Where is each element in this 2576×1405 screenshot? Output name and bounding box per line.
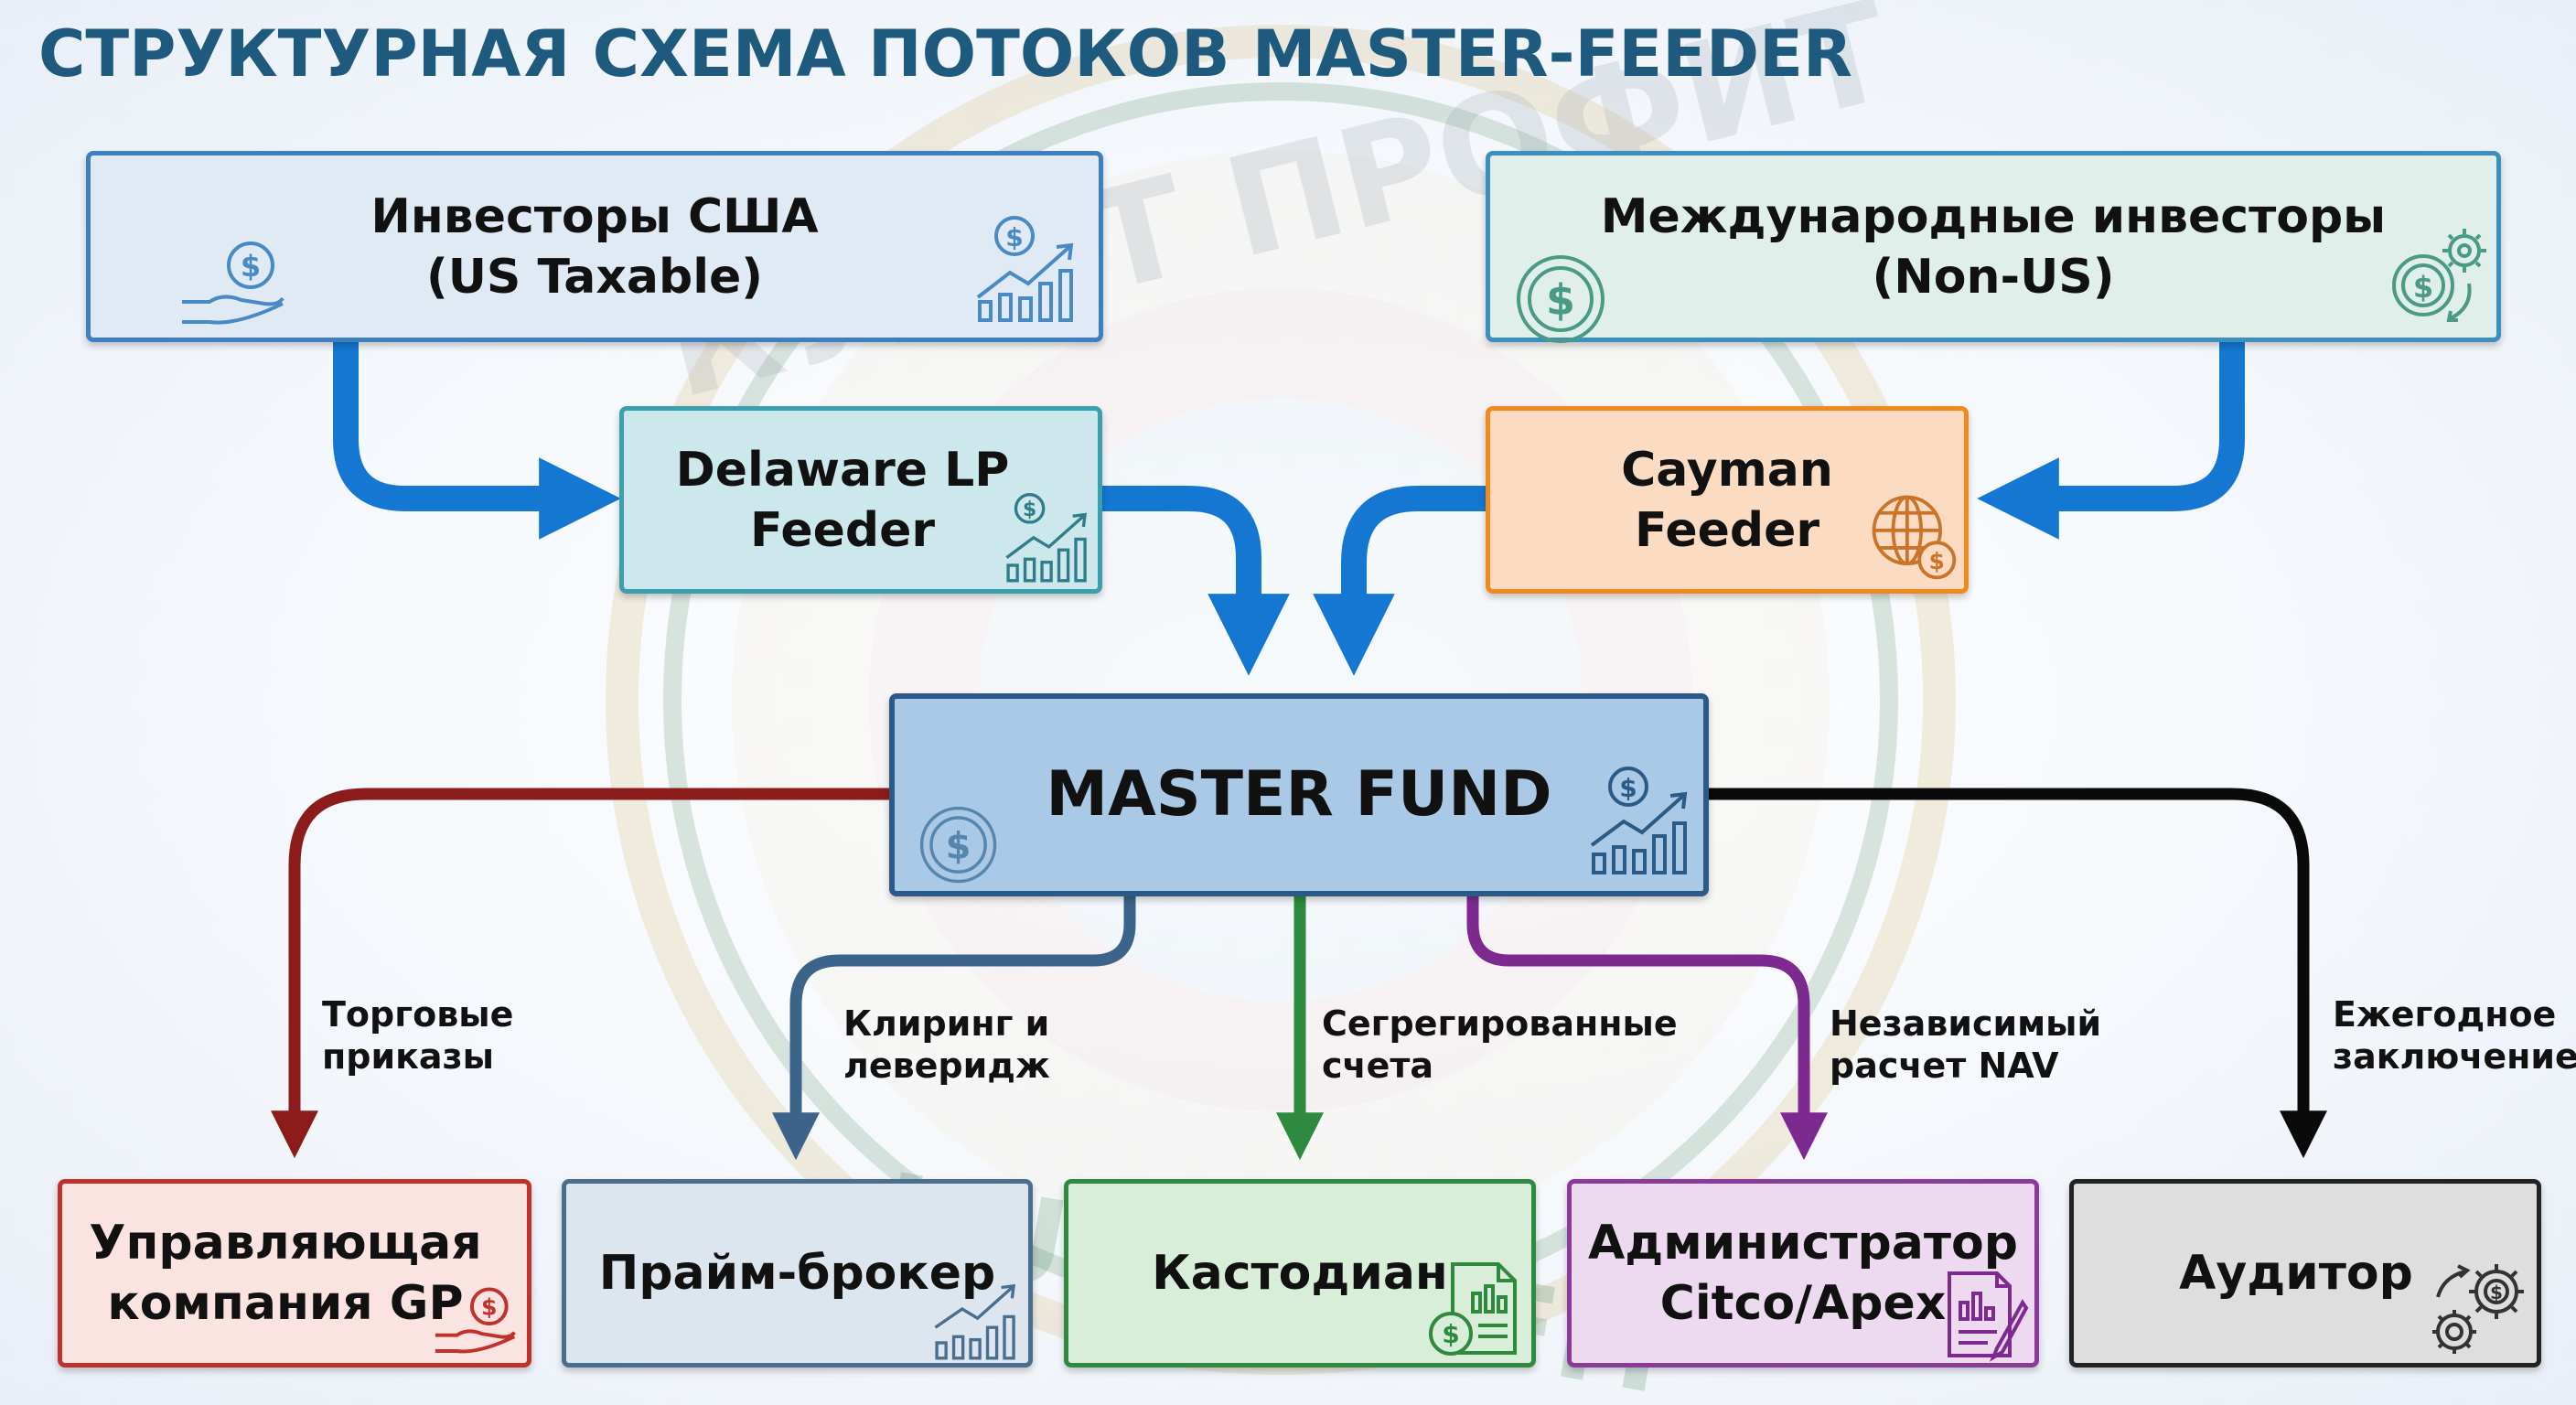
svg-text:$: $	[2490, 1282, 2503, 1303]
coin-icon: $	[1517, 255, 1605, 343]
delaware-feeder-title: Delaware LP	[675, 442, 1010, 498]
globe-coin-icon: $	[1872, 495, 1957, 580]
administrator-subtitle: Citco/Apex	[1659, 1276, 1947, 1331]
flow-label-nav: Независимый расчет NAV	[1830, 1003, 2102, 1086]
cayman-feeder-box: Cayman Feeder $	[1486, 406, 1969, 594]
flow-label-trading: Торговые приказы	[322, 994, 514, 1077]
master-fund-box: MASTER FUND $ $	[889, 693, 1709, 896]
prime-broker-title: Прайм-брокер	[598, 1246, 996, 1301]
arrow-delaware-to-master	[1102, 486, 1290, 676]
hand-coin-icon: $	[182, 241, 284, 325]
gp-title: Управляющая	[89, 1216, 482, 1271]
coin-gear-icon: $	[2392, 229, 2486, 322]
flow-label-annual: Ежегодное заключение	[2333, 994, 2576, 1077]
auditor-title: Аудитор	[2179, 1246, 2413, 1301]
hand-coin-icon: $	[435, 1287, 516, 1354]
svg-text:$: $	[481, 1294, 497, 1321]
document-pen-icon	[1948, 1271, 2029, 1362]
cayman-feeder-title: Cayman	[1621, 442, 1833, 498]
svg-text:$: $	[946, 825, 971, 867]
arrow-master-to-gp	[271, 788, 889, 1159]
svg-text:$: $	[1546, 275, 1575, 325]
delaware-feeder-subtitle: Feeder	[749, 502, 936, 558]
cayman-feeder-subtitle: Feeder	[1634, 502, 1820, 558]
svg-text:$: $	[1929, 548, 1945, 574]
flow-label-segregated: Сегрегированные счета	[1322, 1003, 1678, 1086]
arrow-us-to-delaware	[333, 342, 621, 540]
page-title: СТРУКТУРНАЯ СХЕМА ПОТОКОВ MASTER-FEEDER	[38, 16, 1852, 91]
svg-text:$: $	[241, 249, 261, 284]
intl-investors-subtitle: (Non-US)	[1872, 249, 2115, 305]
flow-label-clearing: Клиринг и леверидж	[843, 1003, 1050, 1086]
arrow-master-to-admin	[1466, 896, 1828, 1161]
prime-broker-box: Прайм-брокер	[562, 1179, 1033, 1367]
intl-investors-title: Международные инвесторы	[1600, 188, 2387, 244]
gp-subtitle: компания GP	[107, 1276, 464, 1331]
us-investors-box: Инвесторы США (US Taxable) $ $	[86, 151, 1103, 342]
arrow-cayman-to-master	[1313, 486, 1487, 676]
svg-text:$: $	[1619, 773, 1637, 803]
chart-growth-icon	[934, 1283, 1016, 1360]
delaware-feeder-box: Delaware LP Feeder $	[619, 406, 1102, 594]
svg-text:$: $	[1442, 1319, 1459, 1349]
us-investors-title: Инвесторы США	[370, 188, 819, 244]
arrow-master-to-auditor	[1709, 788, 2327, 1159]
svg-text:$: $	[1023, 499, 1036, 521]
chart-growth-icon: $	[976, 216, 1074, 322]
master-fund-title: MASTER FUND	[1046, 758, 1552, 831]
intl-investors-box: Международные инвесторы (Non-US) $ $	[1486, 151, 2501, 343]
svg-text:$: $	[1005, 222, 1023, 252]
chart-growth-icon: $	[1005, 493, 1088, 583]
chart-growth-icon: $	[1590, 767, 1688, 874]
gp-box: Управляющая компания GP $	[58, 1179, 531, 1367]
gears-icon: $	[2432, 1264, 2524, 1354]
custodian-box: Кастодиан $	[1064, 1179, 1536, 1367]
coin-icon: $	[919, 806, 997, 884]
administrator-title: Администратор	[1588, 1216, 2018, 1271]
document-coin-icon: $	[1429, 1262, 1517, 1356]
auditor-box: Аудитор $	[2069, 1179, 2541, 1367]
custodian-title: Кастодиан	[1152, 1246, 1448, 1301]
svg-text:$: $	[2413, 270, 2433, 305]
arrow-intl-to-cayman	[1977, 342, 2245, 540]
arrow-master-to-prime	[772, 896, 1136, 1161]
administrator-box: Администратор Citco/Apex	[1567, 1179, 2039, 1367]
us-investors-subtitle: (US Taxable)	[425, 249, 764, 305]
